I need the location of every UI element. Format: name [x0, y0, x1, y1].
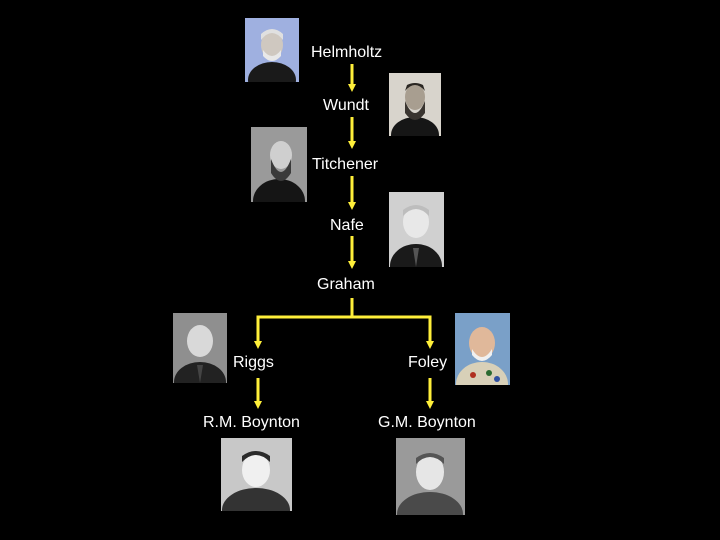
node-nafe: Nafe: [330, 217, 364, 234]
node-titchener: Titchener: [312, 156, 379, 173]
portrait-gm-boynton: [396, 438, 465, 515]
node-gm-boynton: G.M. Boynton: [378, 414, 476, 431]
portrait-riggs: [173, 313, 227, 383]
portrait-foley: [455, 313, 510, 385]
node-graham: Graham: [317, 276, 375, 293]
node-wundt: Wundt: [323, 97, 369, 114]
node-foley: Foley: [408, 354, 448, 371]
edge-graham-split: [254, 298, 354, 349]
edge-graham-foley: [352, 315, 434, 349]
node-riggs: Riggs: [233, 354, 274, 371]
node-rm-boynton: R.M. Boynton: [203, 414, 300, 431]
portrait-nafe: [389, 192, 444, 267]
portrait-helmholtz: [245, 18, 299, 82]
node-helmholtz: Helmholtz: [311, 44, 383, 61]
portrait-titchener: [251, 127, 307, 202]
portrait-wundt: [389, 73, 441, 136]
portrait-rm-boynton: [221, 438, 292, 511]
